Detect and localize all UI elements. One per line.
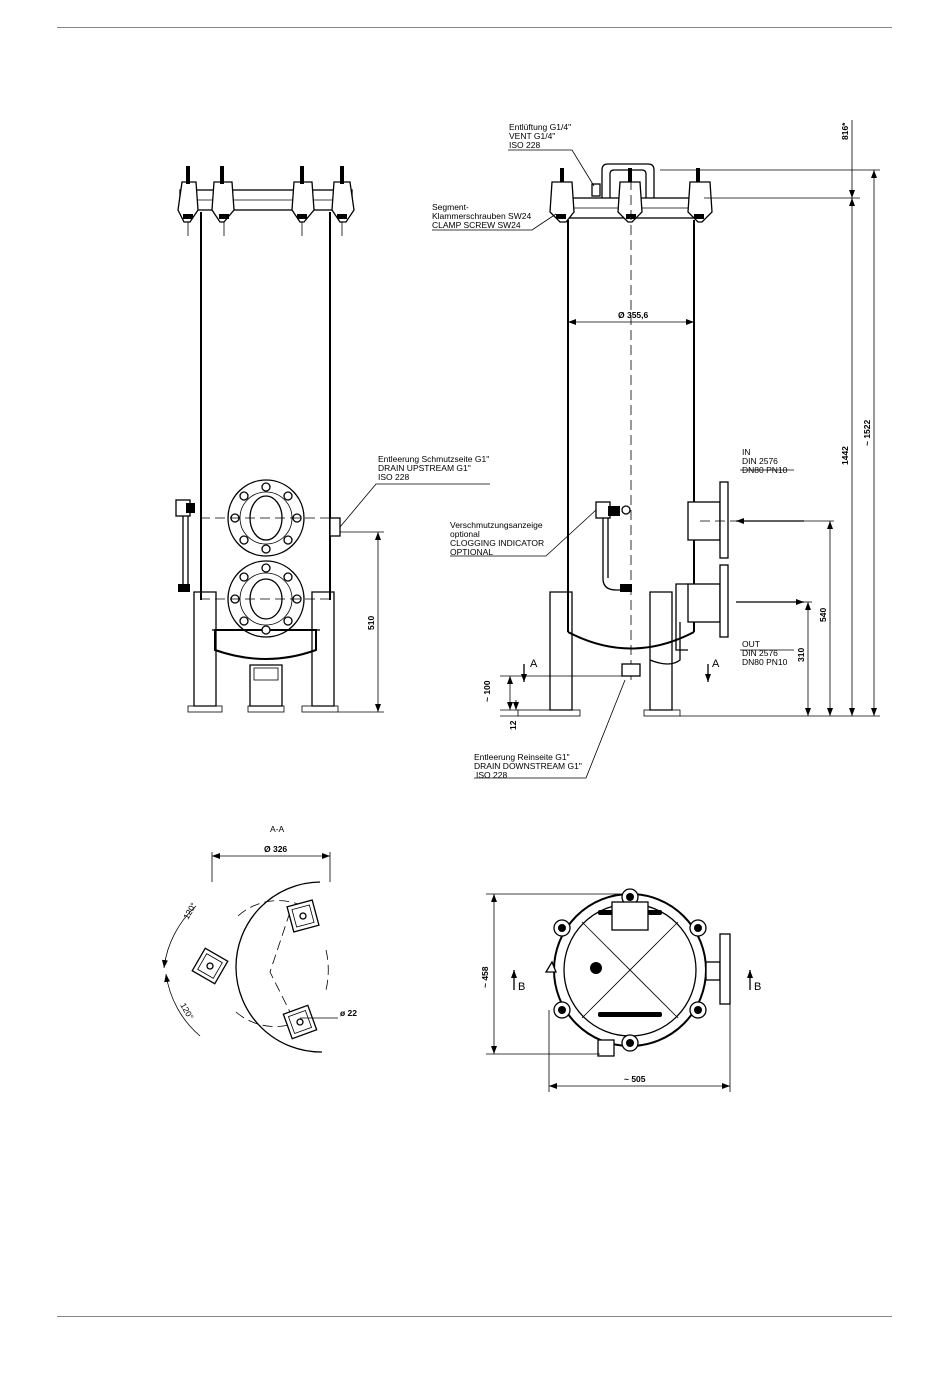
section-a-left: A	[530, 658, 538, 670]
outlet-label-3: DN80 PN10	[742, 657, 788, 667]
vent-label-3: ISO 228	[509, 140, 540, 150]
drain-upstream-label-3: ISO 228	[378, 472, 409, 482]
drain-downstream-label-2: DRAIN DOWNSTREAM G1"	[474, 761, 582, 771]
clamp-label-1: Segment-	[432, 202, 469, 212]
section-angle-2: 120°	[178, 1001, 195, 1021]
inlet-label-3: DN80 PN10	[742, 465, 788, 475]
dim-100: ~ 100	[482, 680, 492, 702]
clamp-leader	[432, 213, 557, 231]
front-clogging-indicator	[175, 499, 195, 592]
section-b-right: B	[754, 981, 761, 993]
clogging-label-2: optional	[450, 529, 480, 539]
front-legs	[187, 591, 339, 713]
vent-label-2: VENT G1/4"	[509, 131, 555, 141]
dim-12: 12	[508, 720, 518, 730]
section-a-markers	[521, 664, 711, 682]
side-legs	[517, 591, 681, 717]
drain-upstream-label-2: DRAIN UPSTREAM G1"	[378, 463, 471, 473]
clogging-label-4: OPTIONAL	[450, 547, 493, 557]
front-drain-nozzle	[329, 517, 341, 537]
inlet-label-1: IN	[742, 447, 751, 457]
section-hole-diameter: ø 22	[340, 1008, 357, 1018]
top-dim-height: ~ 458	[480, 966, 490, 988]
drain-upstream-leader	[339, 483, 490, 528]
dim-1442: 1442	[840, 446, 850, 465]
side-dims	[500, 120, 880, 717]
dim-540: 540	[818, 608, 828, 622]
clogging-leader	[450, 509, 597, 557]
side-diameter-label: Ø 355,6	[618, 310, 649, 320]
front-lid-clamps	[177, 166, 355, 236]
outlet-label-1: OUT	[742, 639, 760, 649]
side-housing-body	[567, 180, 695, 680]
top-dim-width: ~ 505	[624, 1074, 646, 1084]
footer-rule	[57, 1316, 892, 1317]
front-dim-510	[338, 531, 384, 713]
vent-label-1: Entlüftung G1/4"	[509, 122, 571, 132]
side-view	[432, 120, 880, 779]
section-angle-1: 120°	[181, 901, 198, 921]
drain-downstream-label-1: Entleerung Reinseite G1"	[474, 752, 570, 762]
clogging-label-1: Verschmutzungsanzeige	[450, 520, 543, 530]
section-a-right: A	[712, 658, 720, 670]
clamp-label-2: Klammerschrauben SW24	[432, 211, 531, 221]
side-outlet	[649, 564, 729, 665]
front-view	[175, 166, 490, 713]
section-b-left: B	[518, 981, 525, 993]
side-clogging-indicator	[595, 501, 632, 592]
dim-1522: ~ 1522	[862, 419, 872, 446]
clamp-label-3: CLAMP SCREW SW24	[432, 220, 521, 230]
inlet-label-2: DIN 2576	[742, 456, 778, 466]
header-rule	[57, 27, 892, 28]
front-housing-body	[200, 212, 331, 660]
dim-310: 310	[796, 648, 806, 662]
drain-upstream-label-1: Entleerung Schmutzseite G1"	[378, 454, 489, 464]
section-diameter: Ø 326	[264, 844, 287, 854]
dim-816: 816*	[840, 122, 850, 140]
outlet-label-2: DIN 2576	[742, 648, 778, 658]
section-a-a	[161, 852, 338, 1053]
drain-downstream-leader	[474, 679, 626, 779]
clogging-label-3: CLOGGING INDICATOR	[450, 538, 544, 548]
vent-leader	[508, 149, 595, 187]
drain-downstream-label-3: ISO 228	[476, 770, 507, 780]
dim-510: 510	[366, 616, 376, 630]
section-title: A-A	[270, 824, 285, 834]
side-inlet	[687, 481, 740, 559]
top-view	[486, 888, 753, 1092]
